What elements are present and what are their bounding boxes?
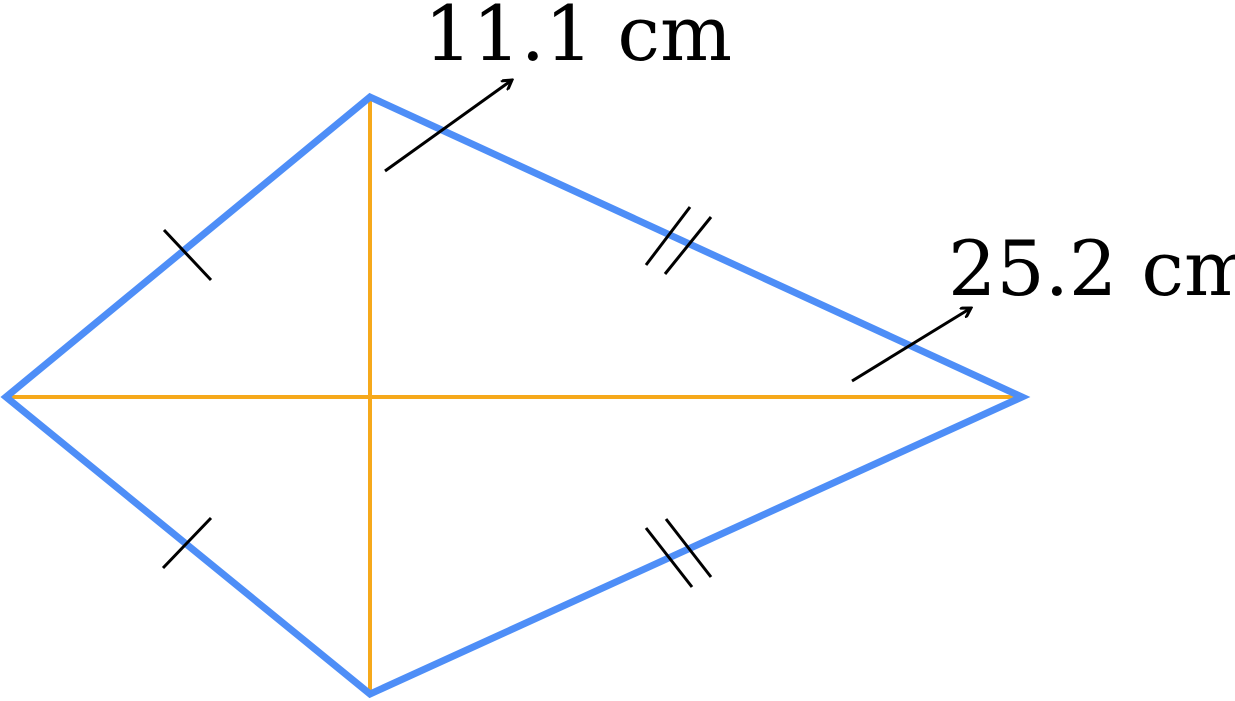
arrow-to-long-diagonal-label bbox=[851, 308, 971, 383]
double-tick-lower-right-1 bbox=[644, 527, 694, 588]
arrow-to-short-diagonal-label bbox=[384, 80, 512, 173]
short-diagonal-label: 11.1 cm bbox=[424, 0, 732, 78]
double-tick-upper-right-1 bbox=[644, 206, 692, 266]
tick-mark-lower-left bbox=[161, 516, 213, 570]
tick-mark-upper-left bbox=[162, 228, 213, 282]
kite-outline bbox=[0, 92, 1031, 699]
double-tick-upper-right-2 bbox=[663, 216, 713, 275]
long-diagonal-label: 25.2 cm bbox=[948, 224, 1235, 313]
double-tick-lower-right-2 bbox=[664, 518, 713, 578]
